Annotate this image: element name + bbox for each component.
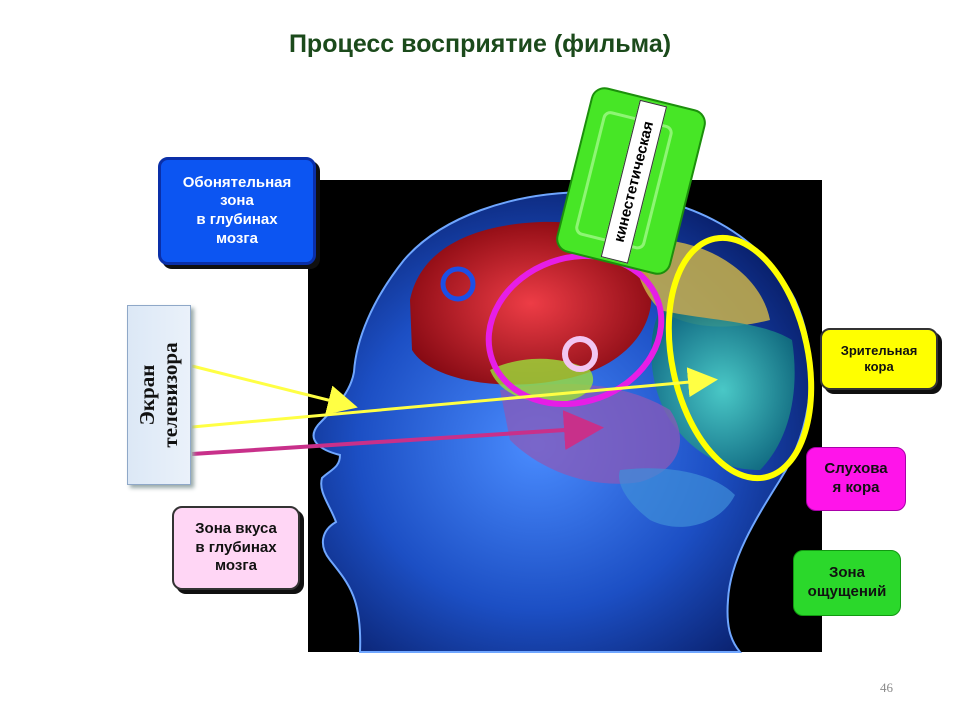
cerebellum [619,468,735,527]
tv-screen-label: Экран телевизора [134,342,182,448]
magenta-ellipse [485,252,665,408]
pink-circle-marker [562,336,598,372]
page-number: 46 [880,680,893,695]
visual-cortex-label: Зрительная кора [820,328,938,390]
brain-occipital-teal [651,310,795,470]
blue-circle-marker [440,266,476,302]
tv-screen-panel: Экран телевизора [127,305,191,485]
auditory-cortex-label: Слухова я кора [806,447,906,511]
arrow-tv-to-visual-cortex [191,367,718,429]
olfactory-zone-label: Обонятельная зона в глубинах мозга [158,157,316,265]
sensation-zone-label: Зона ощущений [793,550,901,616]
slide-title: Процесс восприятие (фильма) [288,30,672,58]
yellow-ellipse [665,234,815,482]
taste-zone-label: Зона вкуса в глубинах мозга [172,506,300,590]
arrow-tv-to-auditory [191,410,604,456]
arrow-tv-to-eye [191,364,358,415]
